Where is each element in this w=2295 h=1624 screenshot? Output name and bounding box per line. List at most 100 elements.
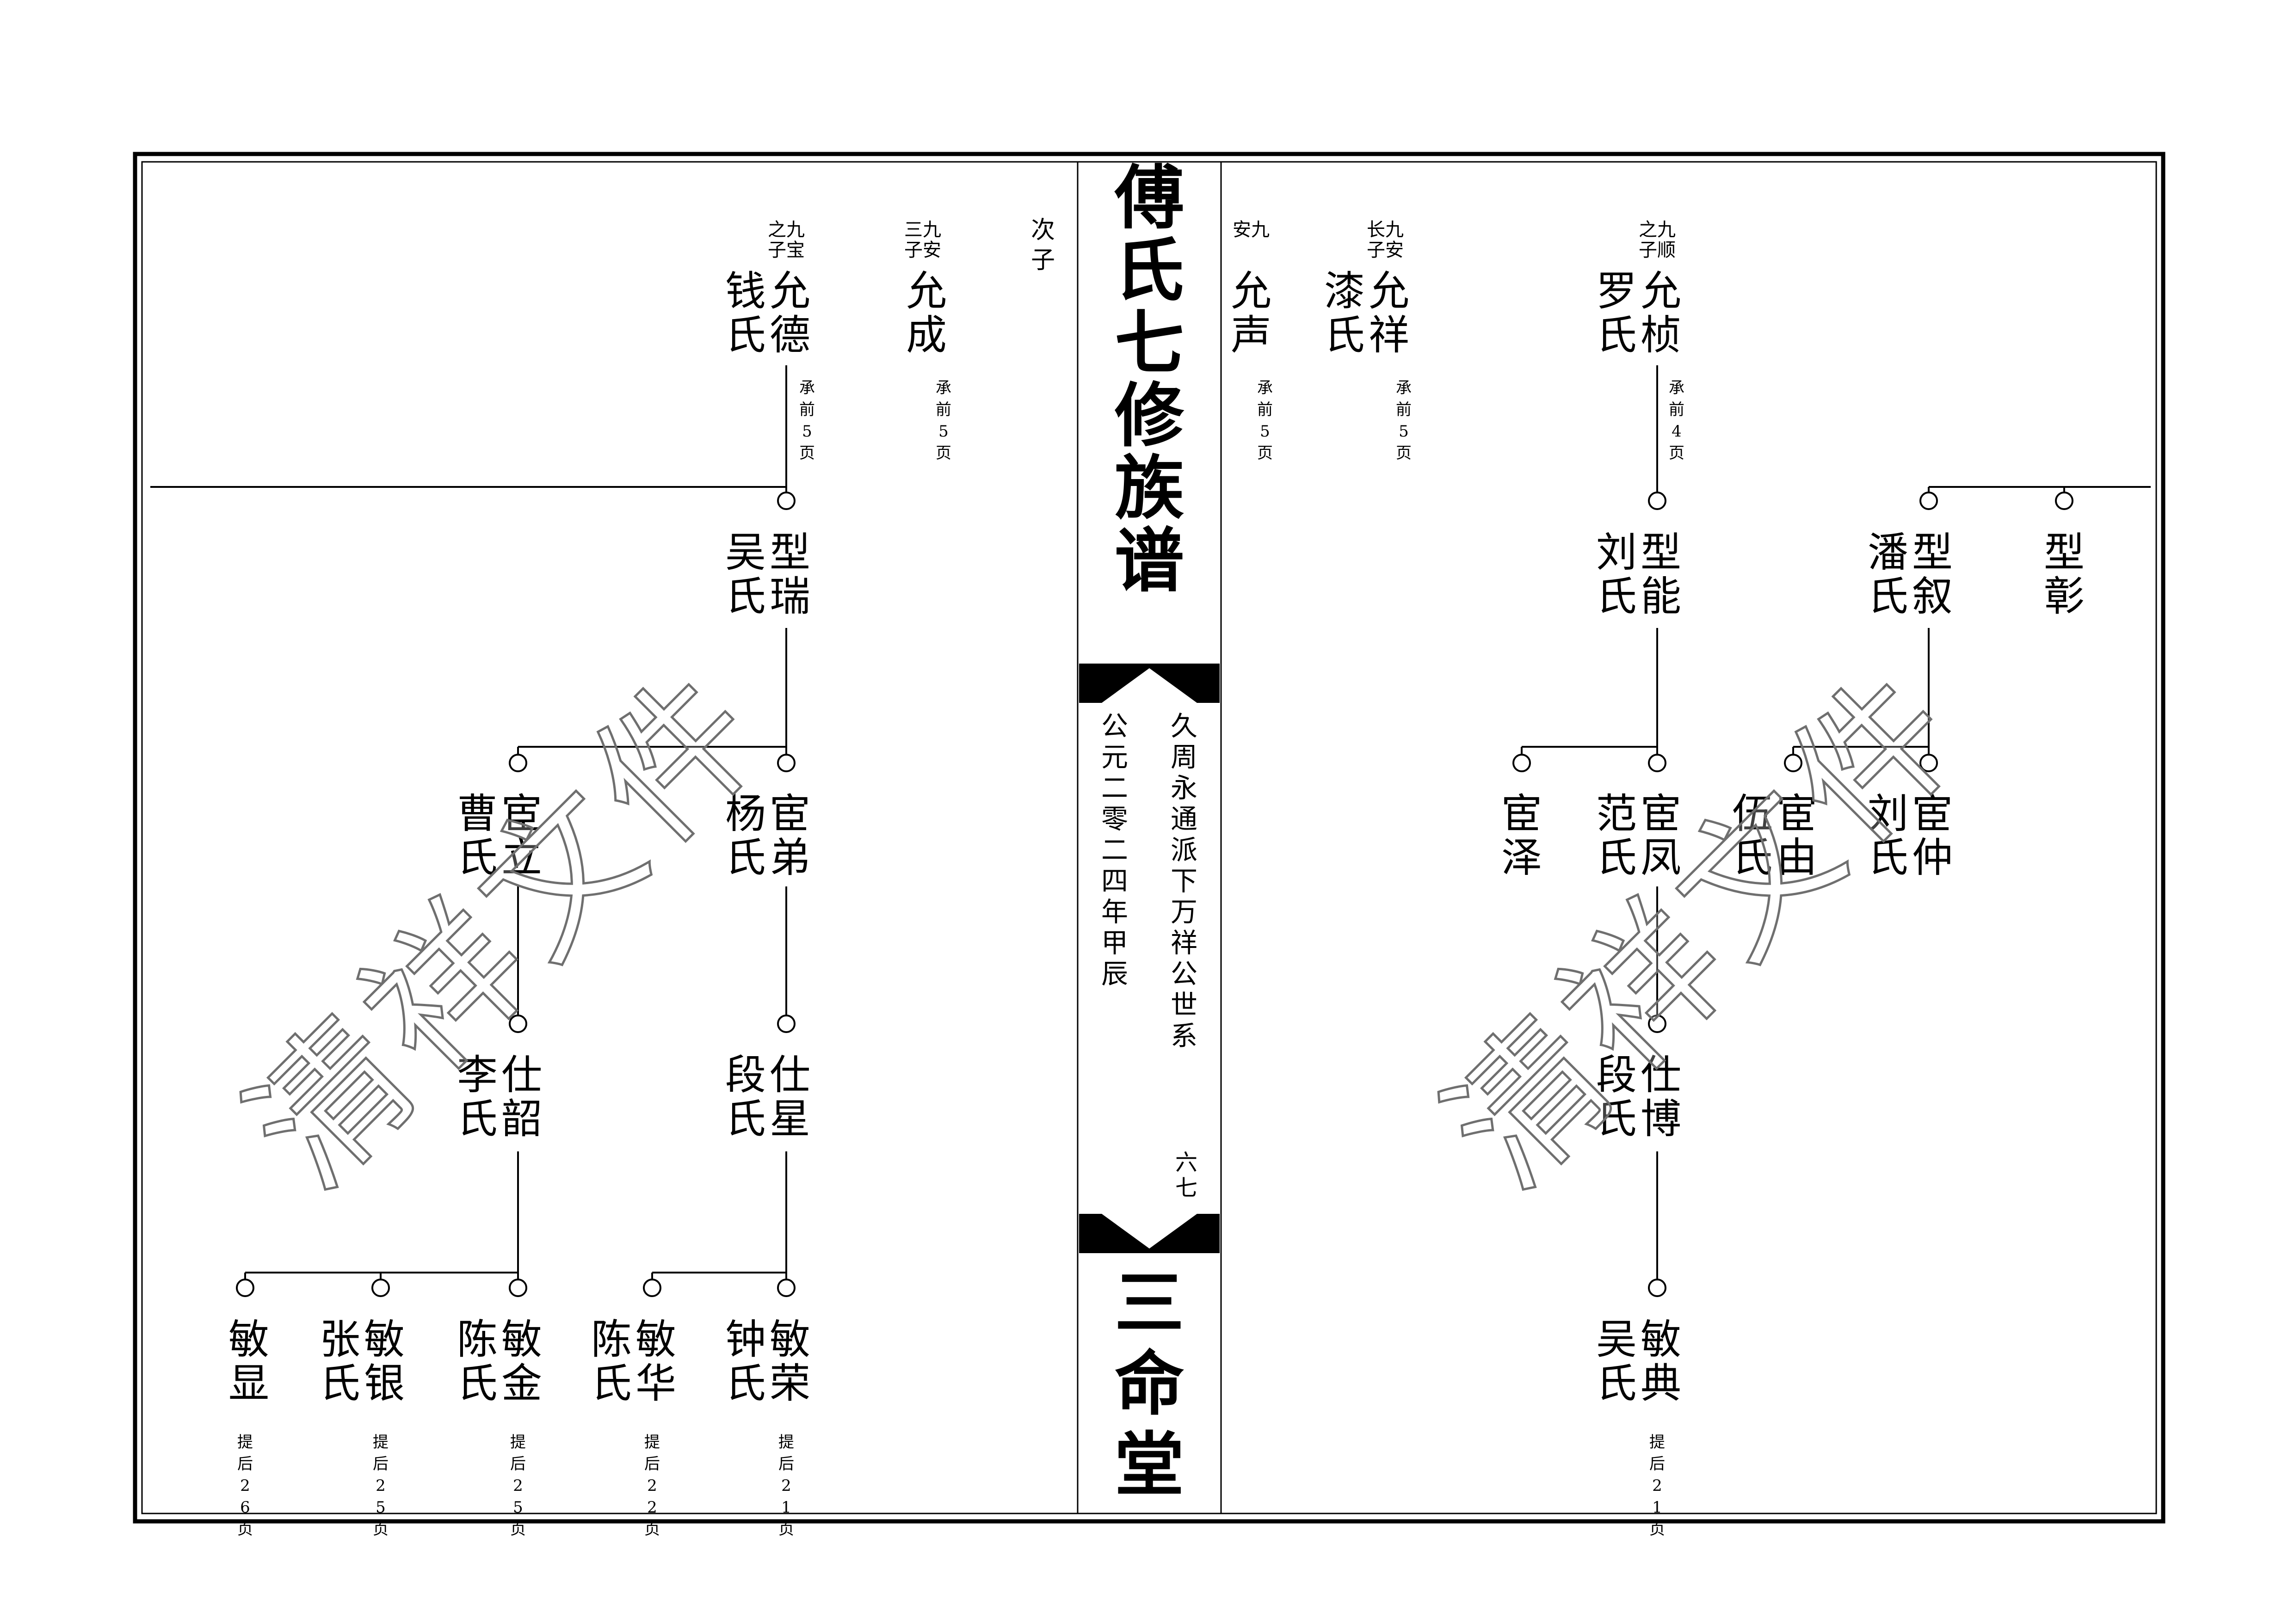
- node-yili: [509, 754, 527, 772]
- spouse-yunzhen: 罗氏: [1596, 267, 1637, 359]
- name-shixing: 仕星: [770, 1051, 810, 1143]
- name-yunxiang: 允祥: [1369, 267, 1409, 359]
- watermark-right: 清祥文件: [1413, 635, 1998, 1221]
- node-mindian: [1648, 1279, 1666, 1297]
- node-shixing: [777, 1015, 796, 1033]
- inner-border: [141, 161, 2157, 1514]
- node-circles: [236, 492, 2073, 1297]
- name-minrong: 敏荣: [770, 1316, 810, 1407]
- rel-yunsheng-b: 安: [1233, 219, 1251, 240]
- spouse-yunde: 钱氏: [725, 267, 766, 359]
- node-shishao: [509, 1015, 527, 1033]
- rel-yunzhen-b: 之子: [1639, 219, 1657, 261]
- spouse-xingneng: 刘氏: [1596, 529, 1637, 620]
- node-minhua: [643, 1279, 661, 1297]
- spine-hall: 三命堂: [1115, 1262, 1184, 1506]
- node-minxian: [236, 1279, 254, 1297]
- name-minyin: 敏银: [364, 1316, 405, 1407]
- rel-yunde-b: 之子: [768, 219, 786, 261]
- right-tree-lines: [1521, 365, 2151, 1280]
- node-minjin: [509, 1279, 527, 1297]
- node-xingzhang: [2055, 492, 2073, 510]
- svg-text:清祥文件: 清祥文件: [1413, 636, 1997, 1219]
- name-yunde: 允德: [770, 267, 810, 359]
- spouse-minyin: 张氏: [320, 1316, 360, 1407]
- name-shibo: 仕博: [1641, 1051, 1681, 1143]
- rel-yunde-a: 九宝: [786, 219, 805, 261]
- spouse-yiyou: 伍氏: [1732, 790, 1773, 881]
- name-minxian: 敏显: [228, 1316, 269, 1407]
- node-xingxu: [1919, 492, 1938, 510]
- spouse-minhua: 陈氏: [591, 1316, 632, 1407]
- name-yiyou: 宦由: [1777, 790, 1817, 881]
- spouse-shishao: 李氏: [457, 1051, 498, 1143]
- node-yiyou: [1784, 754, 1802, 772]
- spouse-yidi: 杨氏: [725, 790, 766, 881]
- spouse-yunxiang: 漆氏: [1324, 267, 1365, 359]
- spouse-minjin: 陈氏: [457, 1316, 498, 1407]
- spouse-xingrui: 吴氏: [725, 529, 766, 620]
- outer-border: [133, 152, 2165, 1524]
- spine-page-number: 六七: [1175, 1150, 1197, 1201]
- left-tree-lines: [150, 365, 787, 1280]
- lower-fishtail: [1079, 1214, 1220, 1253]
- node-minrong: [777, 1279, 796, 1297]
- node-yidi: [777, 754, 796, 772]
- spouse-yizhong: 刘氏: [1868, 790, 1908, 881]
- name-xingrui: 型瑞: [770, 529, 810, 620]
- name-yunzhen: 允桢: [1641, 267, 1681, 359]
- name-yunsheng: 允声: [1231, 267, 1271, 359]
- name-yifeng: 宦凤: [1641, 790, 1681, 881]
- name-shishao: 仕韶: [501, 1051, 542, 1143]
- node-xingrui: [777, 492, 796, 510]
- name-yili: 宦立: [501, 790, 542, 881]
- rel-yuncheng-b: 三子: [904, 219, 923, 261]
- name-minjin: 敏金: [501, 1316, 542, 1407]
- side-note: 次子: [1031, 216, 1055, 274]
- node-xingneng: [1648, 492, 1666, 510]
- name-xingxu: 型叙: [1912, 529, 1953, 620]
- rel-yunzhen-a: 九顺: [1657, 219, 1676, 261]
- spouse-mindian: 吴氏: [1596, 1316, 1637, 1407]
- node-shibo: [1648, 1015, 1666, 1033]
- spouse-yili: 曹氏: [457, 790, 498, 881]
- node-minyin: [371, 1279, 390, 1297]
- name-minhua: 敏华: [635, 1316, 676, 1407]
- rel-yunxiang-a: 九安: [1385, 219, 1404, 261]
- spouse-minrong: 钟氏: [725, 1316, 766, 1407]
- node-yifeng: [1648, 754, 1666, 772]
- spouse-yifeng: 范氏: [1596, 790, 1637, 881]
- upper-fishtail: [1079, 664, 1220, 703]
- rel-yuncheng-a: 九安: [923, 219, 941, 261]
- spouse-shixing: 段氏: [725, 1051, 766, 1143]
- node-yizhong: [1919, 754, 1938, 772]
- spine-date: 公元二零二四年甲辰: [1101, 710, 1128, 990]
- rel-yunsheng-a: 九: [1251, 219, 1270, 240]
- name-xingzhang: 型彰: [2044, 529, 2085, 620]
- name-xingneng: 型能: [1641, 529, 1681, 620]
- name-mindian: 敏典: [1641, 1316, 1681, 1407]
- node-yize: [1512, 754, 1531, 772]
- spine-title: 傅氏七修族谱: [1114, 157, 1185, 602]
- spine-branch: 久周永通派下万祥公世系: [1171, 710, 1197, 1052]
- name-yize: 宦泽: [1501, 790, 1542, 881]
- spouse-shibo: 段氏: [1596, 1051, 1637, 1143]
- name-yuncheng: 允成: [906, 267, 947, 359]
- spouse-xingxu: 潘氏: [1868, 529, 1908, 620]
- name-yidi: 宦弟: [770, 790, 810, 881]
- name-yizhong: 宦仲: [1912, 790, 1953, 881]
